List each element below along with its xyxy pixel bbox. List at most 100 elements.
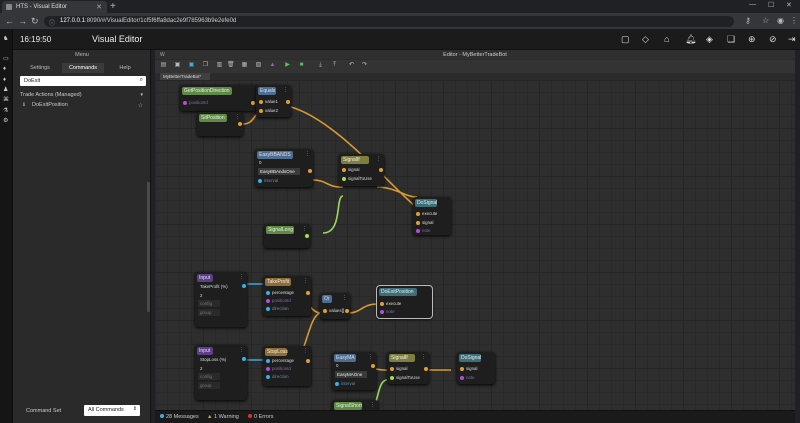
pin-value1[interactable] xyxy=(259,100,263,104)
search-input[interactable]: DoExit ⌕ xyxy=(20,76,146,86)
pin-execute[interactable] xyxy=(416,212,420,216)
node-takeprofit[interactable]: TakeProfit ⋮ percentage positionId direc… xyxy=(263,276,311,316)
pin-signaltouse[interactable] xyxy=(390,376,394,380)
pin-output[interactable] xyxy=(242,357,246,361)
pin-output[interactable] xyxy=(424,367,428,371)
pin-output[interactable] xyxy=(305,234,309,238)
pin-output[interactable] xyxy=(306,291,310,295)
node-menu-icon[interactable]: ⋮ xyxy=(303,348,308,354)
node-menu-icon[interactable]: ⋮ xyxy=(342,295,347,301)
pin-interval[interactable] xyxy=(335,382,339,386)
tab-help[interactable]: Help xyxy=(119,65,131,71)
profile-icon[interactable]: ◉ xyxy=(777,16,784,25)
section-trade-actions[interactable]: Trade Actions (Managed) ▾ xyxy=(20,92,146,100)
tab-settings[interactable]: Settings xyxy=(30,65,50,71)
pin-signal[interactable] xyxy=(390,367,394,371)
node-getpositiondirection[interactable]: GetPositionDirection positionId xyxy=(180,85,258,111)
minimize-icon[interactable]: — xyxy=(749,1,756,8)
layers-icon[interactable]: ❏ xyxy=(727,34,736,44)
node-field[interactable]: EasyMAOne xyxy=(335,371,367,378)
messages-status[interactable]: 28 Messages xyxy=(160,414,199,420)
pin-positionid[interactable] xyxy=(183,101,187,105)
pin-note[interactable] xyxy=(416,229,420,233)
command-set-select[interactable]: All Commands ⇕ xyxy=(84,405,140,416)
bell-icon[interactable]: 🔔︎ xyxy=(685,34,697,44)
node-or[interactable]: Or ⋮ values[] xyxy=(320,293,350,319)
node-dosignal-top[interactable]: DoSignal execute signal note xyxy=(413,197,451,235)
new-file-icon[interactable]: ▤ xyxy=(160,62,167,68)
pin-interval[interactable] xyxy=(258,179,262,183)
pin-direction[interactable] xyxy=(266,307,270,311)
command-item-doexitposition[interactable]: ℹ DoExitPosition ☆ xyxy=(20,102,146,110)
pin-output[interactable] xyxy=(242,284,246,288)
pin-output[interactable] xyxy=(371,364,375,368)
stop-icon[interactable]: ■ xyxy=(299,62,304,68)
tab-commands[interactable]: Commands xyxy=(62,63,104,73)
errors-status[interactable]: 0 Errors xyxy=(248,414,274,420)
no-entry-icon[interactable]: ⊘ xyxy=(769,34,777,44)
play-icon[interactable]: ▶ xyxy=(285,62,290,68)
node-stoploss[interactable]: StopLoss ⋮ percentage positionId directi… xyxy=(263,346,311,386)
pin-output[interactable] xyxy=(308,169,312,173)
node-sitposition[interactable]: SitPosition ⋮ xyxy=(197,112,243,136)
node-menu-icon[interactable]: ⋮ xyxy=(239,274,244,280)
back-icon[interactable]: ← xyxy=(5,16,14,26)
input-config[interactable]: config xyxy=(198,373,220,380)
node-menu-icon[interactable]: ⋮ xyxy=(368,354,373,360)
node-canvas[interactable]: GetPositionDirection positionId Equals ⋮… xyxy=(155,80,795,410)
copy-icon[interactable]: ❐ xyxy=(202,62,209,68)
node-equals[interactable]: Equals ⋮ value1 value2 xyxy=(256,85,291,117)
pin-execute[interactable] xyxy=(380,302,384,306)
pin-percentage[interactable] xyxy=(266,291,270,295)
exit-icon[interactable]: ⇥ xyxy=(788,34,796,44)
pin-signaltouse[interactable] xyxy=(342,177,346,181)
node-easyma[interactable]: EasyMA ⋮ 0 EasyMAOne interval xyxy=(332,352,376,390)
pin-output[interactable] xyxy=(238,122,242,126)
export-icon[interactable]: ▧ xyxy=(255,62,262,68)
upload-icon[interactable]: ⤒ xyxy=(333,62,336,68)
close-tab-icon[interactable]: ✕ xyxy=(96,4,102,11)
delete-icon[interactable]: 🗑︎ xyxy=(227,62,235,68)
pin-signal[interactable] xyxy=(460,367,464,371)
node-menu-icon[interactable]: ⋮ xyxy=(239,347,244,353)
pin-note[interactable] xyxy=(460,376,464,380)
ticket-alt-icon[interactable]: ◈ xyxy=(706,34,713,44)
browser-menu-icon[interactable]: ⋮ xyxy=(790,16,798,25)
node-menu-icon[interactable]: ⋮ xyxy=(235,114,240,120)
undo-icon[interactable]: ↶ xyxy=(348,62,355,68)
sidebar-scrollbar[interactable] xyxy=(147,182,150,312)
node-menu-icon[interactable]: ⋮ xyxy=(303,278,308,284)
node-dosignal-bottom[interactable]: DoSignal signal note xyxy=(457,352,495,384)
book-icon[interactable]: ▢ xyxy=(621,34,630,44)
node-signalshort[interactable]: SignalShort ⋮ xyxy=(332,400,378,410)
node-menu-icon[interactable]: ⋮ xyxy=(376,156,381,162)
node-signalif-top[interactable]: SignalIf ⋮ signal signalToUse xyxy=(339,154,384,186)
pin-positionid[interactable] xyxy=(266,367,270,371)
favorite-star-icon[interactable]: ☆ xyxy=(137,103,143,109)
warnings-status[interactable]: ▲ 1 Warning xyxy=(207,414,239,420)
tag-icon[interactable]: ⌂ xyxy=(664,34,670,44)
pin-output[interactable] xyxy=(379,168,383,172)
browser-tab[interactable]: HTS - Visual Editor ✕ xyxy=(2,1,107,13)
pin-output[interactable] xyxy=(251,101,255,105)
chevron-down-icon[interactable]: ▾ xyxy=(140,92,143,98)
node-menu-icon[interactable]: ⋮ xyxy=(283,87,288,93)
input-group[interactable]: group xyxy=(198,309,220,316)
flask-icon[interactable]: ⚗ xyxy=(3,108,9,114)
pin-output[interactable] xyxy=(345,309,349,313)
network-icon[interactable]: ⌘ xyxy=(3,97,9,103)
debug-icon[interactable]: ▲ xyxy=(269,62,276,68)
settings-icon[interactable]: ⚙ xyxy=(3,118,9,124)
node-field[interactable]: EasyBBAndsOne xyxy=(258,168,300,175)
pin-icon[interactable]: ♦ xyxy=(3,66,7,72)
pin-value2[interactable] xyxy=(259,109,263,113)
forward-icon[interactable]: → xyxy=(18,16,27,26)
cut-icon[interactable]: ▦ xyxy=(241,62,248,68)
node-menu-icon[interactable]: ⋮ xyxy=(421,354,426,360)
node-signalif-bottom[interactable]: SignalIf ⋮ signal signalToUse xyxy=(387,352,429,384)
lifebuoy-icon[interactable]: ⊕ xyxy=(748,34,756,44)
node-input-takeprofit[interactable]: Input ⋮ TakeProfit (%) 2 config group xyxy=(195,272,247,327)
document-tab[interactable]: MyBetterTradeBot* xyxy=(160,73,210,80)
pin-signal[interactable] xyxy=(416,221,420,225)
input-value[interactable]: 2 xyxy=(200,293,203,298)
